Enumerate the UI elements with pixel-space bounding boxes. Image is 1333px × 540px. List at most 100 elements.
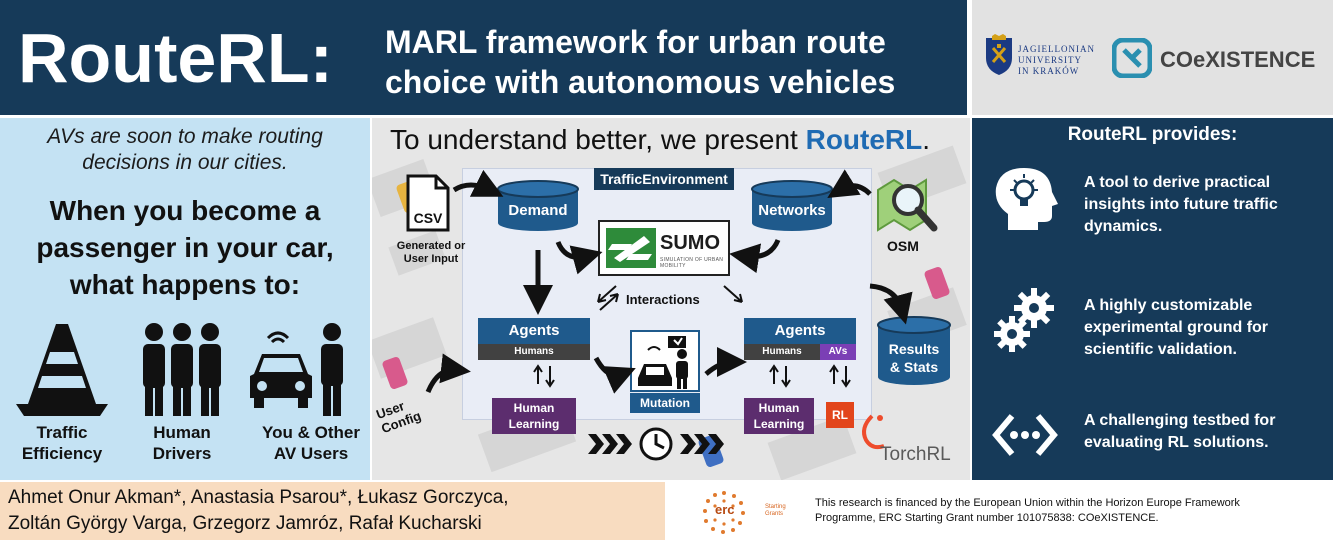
csv-caption-line-1: Generated or [396, 240, 466, 252]
uj-line-3: IN KRAKÓW [1018, 66, 1080, 76]
flow-arrows [425, 169, 913, 461]
author-list: Ahmet Onur Akman*, Anastasia Psarou*, Łu… [0, 482, 665, 540]
impact-label: Human Drivers [122, 422, 242, 464]
uj-line-2: UNIVERSITY [1018, 55, 1082, 65]
rl-box: RL [826, 402, 854, 428]
arrow-learning-down-right [781, 366, 791, 388]
impact-human-drivers: Human Drivers [122, 318, 242, 478]
feature-rl-testbed: A challenging testbed for evaluating RL … [1084, 410, 1324, 454]
human-learning-line-2: Learning [753, 417, 805, 431]
feature-line-3: dynamics. [1084, 218, 1163, 235]
jagiellonian-wordmark: JAGIELLONIAN UNIVERSITY IN KRAKÓW [1018, 44, 1095, 77]
torchrl-label: TorchRL [880, 444, 951, 465]
agents-title: Agents [478, 318, 590, 344]
arrow-to-results [869, 283, 913, 325]
arrow-interaction-right [723, 285, 743, 303]
human-learning-line-2: Learning [508, 417, 560, 431]
people-icon [143, 323, 221, 416]
networks-database-icon [751, 180, 833, 231]
impact-av-users: You & Other AV Users [246, 318, 366, 478]
features-title: RouteRL provides: [1067, 124, 1238, 145]
authors-line-2: Zoltán György Varga, Grzegorz Jamróz, Ra… [8, 513, 482, 534]
results-label: Results & Stats [876, 340, 952, 376]
csv-caption-line-2: User Input [403, 253, 459, 265]
arrow-learning-up-left [533, 364, 543, 384]
feature-customizable: A highly customizable experimental groun… [1084, 295, 1324, 361]
impact-label: You & Other AV Users [246, 422, 376, 464]
agents-subtypes: Humans [478, 344, 590, 360]
impact-label-line-2: Efficiency [21, 444, 103, 463]
demand-label: Demand [508, 202, 568, 219]
coexistence-wordmark: COeXISTENCE [1160, 47, 1316, 72]
torchrl-logo-icon [862, 414, 885, 450]
clock-icon [639, 427, 673, 461]
arrow-osm-to-networks [827, 169, 872, 198]
subtitle-line-2: choice with autonomous vehicles [385, 64, 896, 100]
agents-humans-tag: Humans [744, 344, 820, 360]
sumo-logo-icon [606, 228, 656, 268]
feature-line-1: A highly customizable [1084, 297, 1253, 314]
intro-brand: RouteRL [805, 124, 923, 155]
arrow-csv-to-demand [452, 169, 504, 197]
networks-label: Networks [758, 202, 826, 219]
csv-caption: Generated or User Input [388, 240, 474, 266]
brand-title: RouteRL: [18, 19, 333, 97]
city-map-background [372, 145, 967, 480]
traffic-cone-icon [16, 324, 108, 416]
mutation-av-icon [638, 336, 688, 389]
funding-text: This research is financed by the Europea… [815, 496, 1325, 526]
sumo-subtitle: SIMULATION OF URBAN MOBILITY [660, 257, 724, 269]
arrow-interaction-left [597, 285, 617, 303]
impact-label-line-2: Drivers [152, 444, 212, 463]
framework-diagram: To understand better, we present RouteRL… [372, 118, 970, 480]
arrow-config-to-agents [425, 353, 471, 394]
feature-line-1: A challenging testbed for [1084, 412, 1276, 429]
results-line-1: Results [888, 341, 940, 357]
agents-humans-tag: Humans [478, 344, 590, 360]
osm-label: OSM [887, 238, 919, 254]
traffic-environment-title: TrafficEnvironment [594, 168, 734, 190]
human-learning-left: Human Learning [492, 398, 576, 434]
subtitle-line-1: MARL framework for urban route [385, 24, 886, 60]
csv-file-icon [406, 174, 450, 232]
code-brackets-icon [992, 414, 1058, 456]
impact-label: Traffic Efficiency [2, 422, 122, 464]
motivation-intro: AVs are soon to make routing decisions i… [10, 124, 360, 176]
erc-starting-grants: Starting Grants [765, 504, 786, 518]
arrow-learning-down-left [545, 366, 555, 388]
feature-line-2: experimental ground for [1084, 319, 1269, 336]
agents-subtypes: Humans AVs [744, 344, 856, 360]
agents-humans-and-avs: Agents Humans AVs [744, 318, 856, 360]
intro-prefix: To understand better, we present [390, 124, 806, 155]
time-chevrons [588, 434, 724, 454]
coexistence-logo-icon [1112, 38, 1152, 78]
interactions-label: Interactions [626, 292, 700, 307]
title-banner: RouteRL: MARL framework for urban route … [0, 0, 970, 115]
arrow-demand-to-sumo [555, 240, 603, 275]
human-learning-line-1: Human [513, 401, 555, 415]
gears-icon [994, 288, 1054, 352]
question-line-3: what happens to: [69, 269, 301, 300]
results-database-icon [877, 316, 951, 385]
features-panel: RouteRL provides: A tool to derive pract… [972, 118, 1333, 480]
agents-humans-only: Agents Humans [478, 318, 590, 360]
motivation-question: When you become a passenger in your car,… [10, 192, 360, 303]
arrow-mutation-to-agents [704, 347, 747, 378]
feature-line-3: scientific validation. [1084, 341, 1237, 358]
question-line-2: passenger in your car, [36, 232, 334, 263]
erc-grant-line-1: Starting [765, 504, 786, 510]
osm-map-icon [877, 178, 938, 232]
agents-avs-tag: AVs [820, 344, 856, 360]
mutation-illustration [630, 330, 700, 392]
feature-line-2: evaluating RL solutions. [1084, 434, 1269, 451]
impact-label-line-2: AV Users [273, 444, 349, 463]
arrow-networks-to-sumo [729, 238, 781, 274]
erc-logo-icon [703, 491, 745, 534]
intro-line-1: AVs are soon to make routing [47, 125, 323, 148]
feature-line-1: A tool to derive practical [1084, 174, 1271, 191]
networks-database: Networks [750, 180, 834, 232]
arrow-interaction-left-back [599, 293, 619, 311]
impact-traffic-efficiency: Traffic Efficiency [2, 318, 122, 478]
sumo-name: SUMO [660, 232, 720, 254]
arrow-learning-up-right [769, 364, 779, 384]
